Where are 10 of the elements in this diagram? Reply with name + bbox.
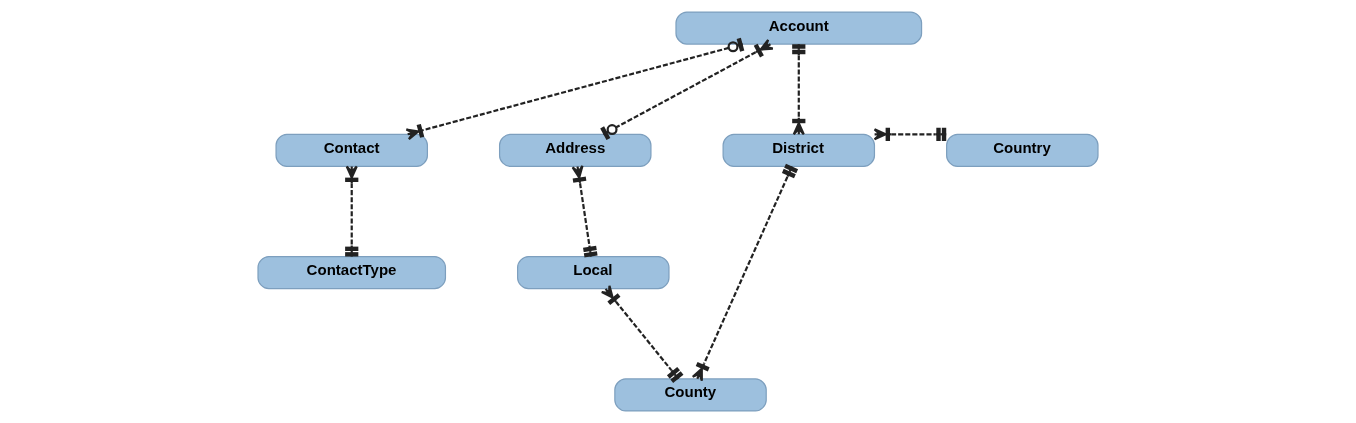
node-box: District [722,133,876,167]
node-box: Local [517,256,670,290]
node-box: County [614,378,767,412]
connector [600,284,684,383]
node-box: Country [946,133,1099,167]
node-box: Contact [275,133,428,167]
connector [600,38,774,141]
node-box: Address [498,133,652,167]
connector [691,163,799,382]
node-box: ContactType [257,256,447,290]
